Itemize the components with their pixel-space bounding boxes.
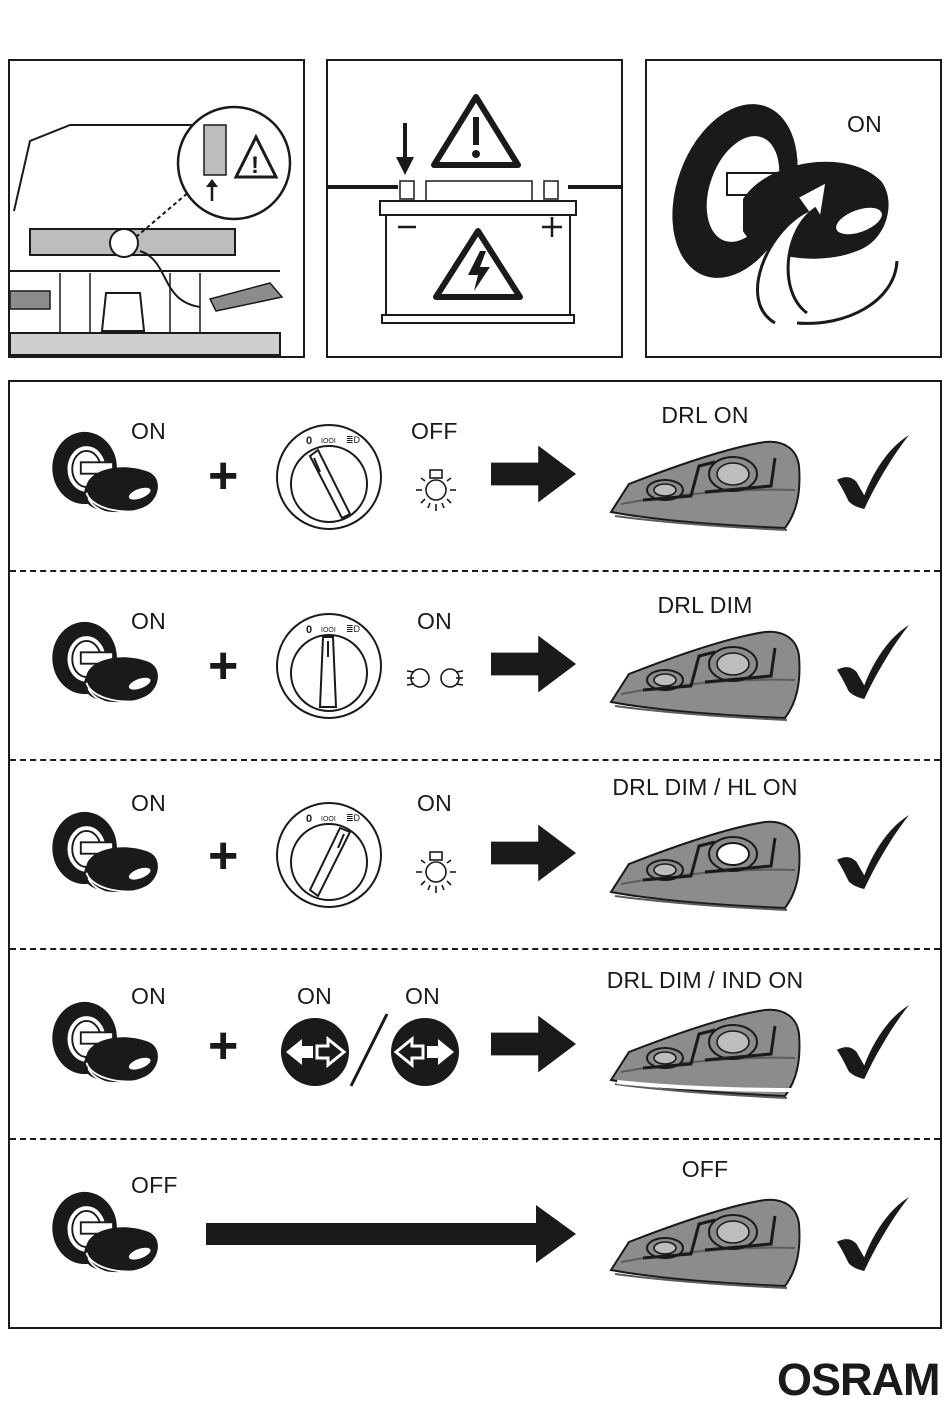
key-state-label: ON xyxy=(131,983,166,1010)
checkmark-icon xyxy=(835,433,913,511)
arrow-right-icon xyxy=(491,824,576,882)
arrow-right-icon xyxy=(206,1205,576,1263)
indicator-icon xyxy=(390,1017,460,1087)
ignition-key-icon xyxy=(48,810,163,905)
warning-icon xyxy=(434,97,518,165)
ignition-key-icon xyxy=(48,1190,163,1285)
result-label: DRL DIM / IND ON xyxy=(607,967,804,994)
plus-sign: + xyxy=(208,446,239,506)
switch-state-label: ON xyxy=(417,790,452,817)
result-label: DRL DIM / HL ON xyxy=(612,774,797,801)
svg-text:!: ! xyxy=(251,152,259,179)
row-divider xyxy=(10,948,940,950)
arrow-right-icon xyxy=(491,635,576,693)
result-label: DRL ON xyxy=(661,402,748,429)
key-state-label: OFF xyxy=(131,1172,178,1199)
result-label: DRL DIM xyxy=(657,592,752,619)
ignition-panel: ON xyxy=(645,59,942,358)
switch-pointer xyxy=(274,611,384,721)
switch-pointer xyxy=(274,800,384,910)
switch-state-label: OFF xyxy=(411,418,458,445)
checkmark-icon xyxy=(835,1003,913,1081)
battery-icon xyxy=(328,61,621,356)
plus-sign: + xyxy=(208,826,239,886)
result-label: OFF xyxy=(682,1156,729,1183)
ignition-key-icon xyxy=(647,61,940,356)
indicator-right-state-label: ON xyxy=(405,983,440,1010)
key-state-label: ON xyxy=(131,790,166,817)
car-front-icon: ! xyxy=(10,61,303,356)
osram-logo: OSRAM xyxy=(777,1354,940,1406)
ignition-on-label: ON xyxy=(847,111,882,138)
indicator-left-state-label: ON xyxy=(297,983,332,1010)
bulb-icon xyxy=(411,848,461,898)
installation-panel: ! xyxy=(8,59,305,358)
switch-state-label: ON xyxy=(417,608,452,635)
headlamp-icon xyxy=(605,622,805,722)
plus-sign: + xyxy=(208,636,239,696)
checkmark-icon xyxy=(835,623,913,701)
plus-sign: + xyxy=(208,1016,239,1076)
indicator-icon xyxy=(280,1017,350,1087)
checkmark-icon xyxy=(835,813,913,891)
key-state-label: ON xyxy=(131,418,166,445)
row-divider xyxy=(10,570,940,572)
checkmark-icon xyxy=(835,1195,913,1273)
ignition-key-icon xyxy=(48,1000,163,1095)
row-divider xyxy=(10,1138,940,1140)
switch-pointer xyxy=(274,422,384,532)
headlamp-icon xyxy=(605,432,805,532)
row-divider xyxy=(10,759,940,761)
indicator-strip-lit xyxy=(605,1000,805,1100)
bulb-icon xyxy=(411,466,461,516)
key-state-label: ON xyxy=(131,608,166,635)
parking-light-icon xyxy=(405,663,465,693)
high-beam-glow xyxy=(605,812,805,912)
arrow-right-icon xyxy=(491,1015,576,1073)
battery-panel xyxy=(326,59,623,358)
slash-separator xyxy=(345,1010,395,1090)
headlamp-icon xyxy=(605,1190,805,1290)
arrow-right-icon xyxy=(491,445,576,503)
